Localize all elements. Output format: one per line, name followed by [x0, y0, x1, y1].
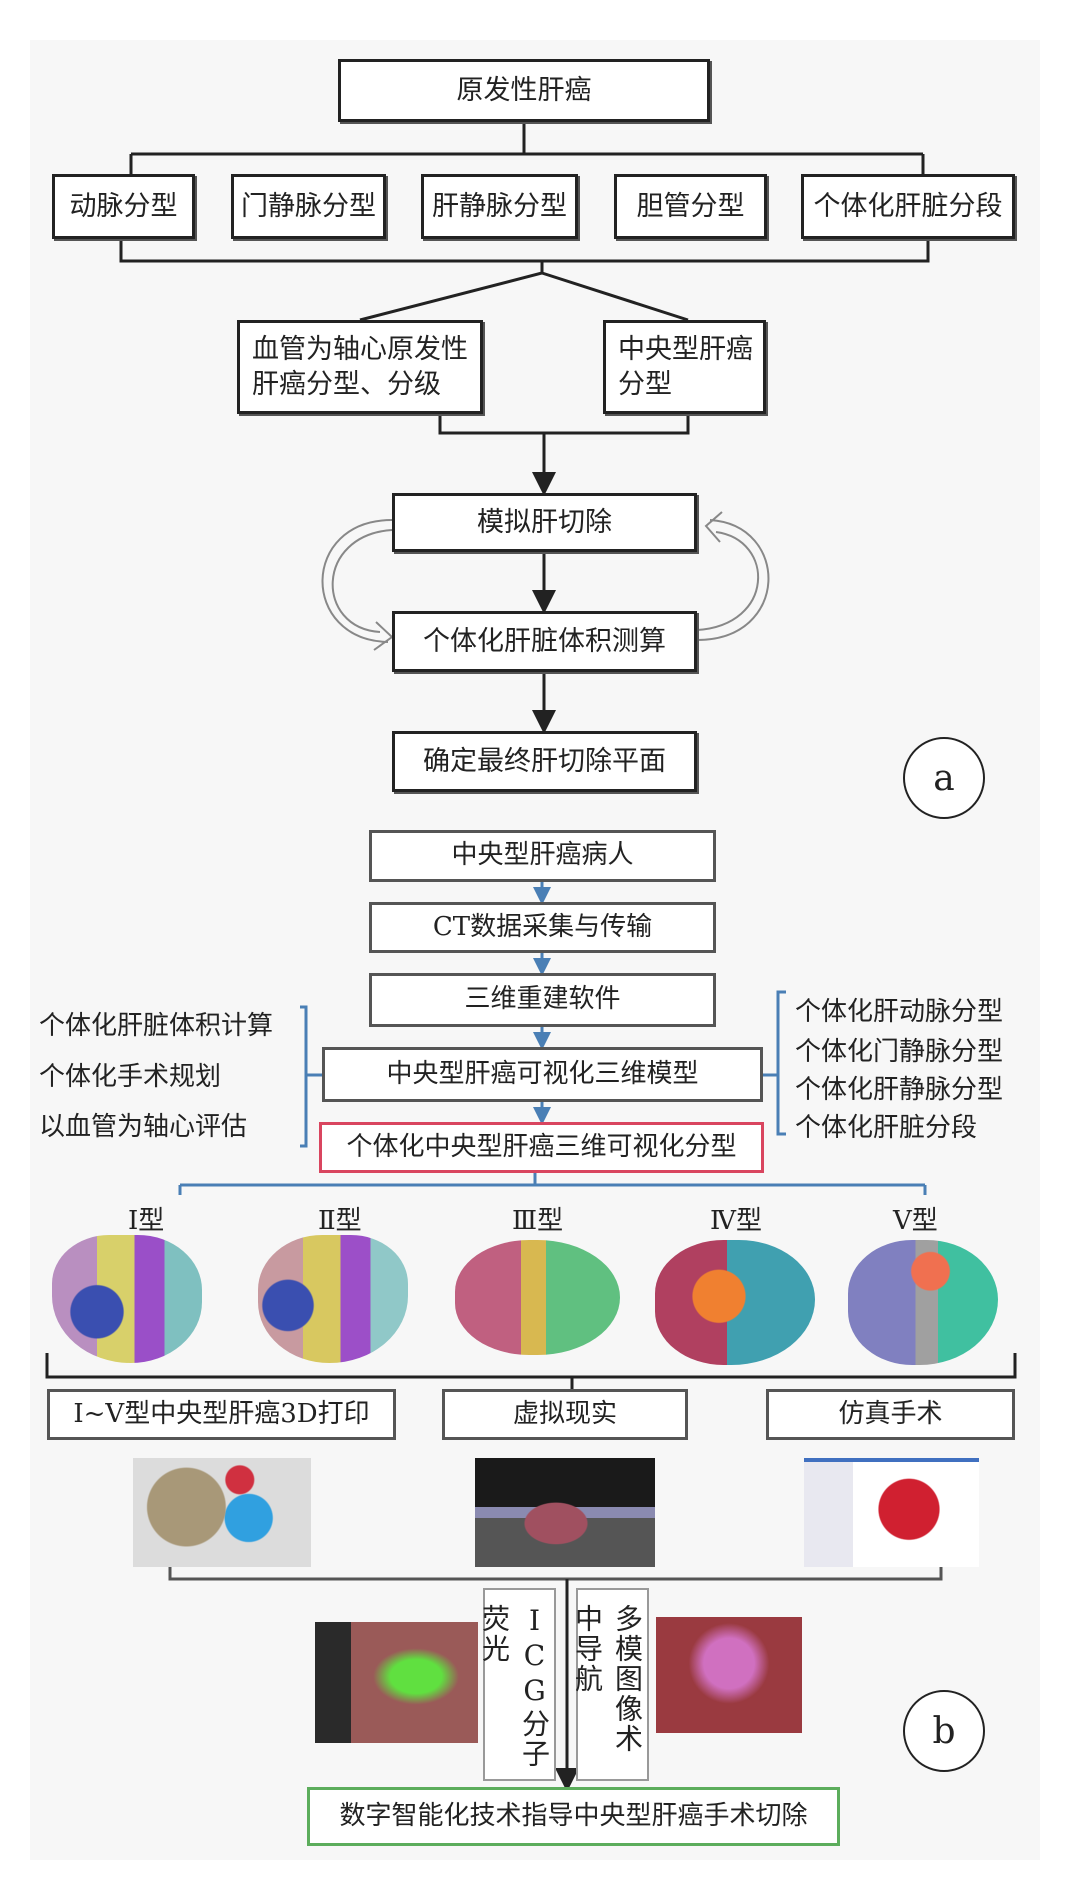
right-note-portal: 个体化门静脉分型 — [795, 1037, 1004, 1067]
left-loop-arrow — [321, 519, 393, 643]
right-note-artery: 个体化肝动脉分型 — [795, 997, 1004, 1027]
type-box-portal-vein: 门静脉分型 — [231, 174, 386, 239]
classification-merge — [438, 414, 690, 435]
final-resection-box: 数字智能化技术指导中央型肝癌手术切除 — [307, 1787, 840, 1846]
typing-box: 个体化中央型肝癌三维可视化分型 — [319, 1122, 764, 1173]
image-vr — [475, 1458, 655, 1567]
step-ct-box: CT数据采集与传输 — [369, 902, 716, 953]
right-notes-bracket — [763, 990, 786, 1136]
step-reconstruction-box: 三维重建软件 — [369, 973, 716, 1027]
simulate-resection-box: 模拟肝切除 — [392, 493, 697, 552]
step-patient-box: 中央型肝癌病人 — [369, 830, 716, 882]
multimodal-navigation-label: 多模图像术中导航 — [571, 1588, 649, 1781]
image-3d-print — [133, 1458, 311, 1567]
classification-box-vascular: 血管为轴心原发性肝癌分型、分级 — [237, 320, 483, 414]
liver-model-type-3 — [455, 1240, 620, 1355]
liver-model-type-4 — [655, 1240, 815, 1365]
type-label-5: Ⅴ型 — [893, 1206, 938, 1236]
tech-merge-bracket — [168, 1565, 943, 1581]
type-label-2: Ⅱ型 — [318, 1206, 362, 1236]
image-icg — [315, 1622, 478, 1743]
types-merge-bracket — [119, 239, 930, 322]
step-3d-model-box: 中央型肝癌可视化三维模型 — [322, 1047, 763, 1102]
root-box: 原发性肝癌 — [338, 59, 710, 122]
icg-fluorescence-label: ICG分子荧光 — [478, 1588, 556, 1781]
tech-vr-box: 虚拟现实 — [442, 1389, 688, 1440]
right-note-segment: 个体化肝脏分段 — [795, 1113, 978, 1143]
type-label-4: Ⅳ型 — [710, 1206, 762, 1236]
tech-3d-printing-box: Ⅰ~Ⅴ型中央型肝癌3D打印 — [47, 1389, 396, 1440]
right-loop-arrow — [696, 519, 770, 641]
left-notes-bracket — [300, 1005, 322, 1148]
final-plane-box: 确定最终肝切除平面 — [392, 731, 697, 792]
models-merge-bracket — [45, 1353, 1017, 1389]
type-label-3: Ⅲ型 — [512, 1206, 564, 1236]
panel-label-b: b — [903, 1690, 985, 1772]
type-label-1: Ⅰ型 — [128, 1206, 165, 1236]
type-box-hepatic-vein: 肝静脉分型 — [421, 174, 578, 239]
types-blue-branch — [178, 1173, 927, 1195]
type-box-bile-duct: 胆管分型 — [614, 174, 767, 239]
left-note-vascular: 以血管为轴心评估 — [39, 1112, 248, 1142]
right-note-hepatic: 个体化肝静脉分型 — [795, 1075, 1004, 1105]
liver-model-type-2 — [258, 1235, 408, 1363]
type-box-artery: 动脉分型 — [52, 174, 195, 239]
tech-simulation-box: 仿真手术 — [766, 1389, 1015, 1440]
image-navigation — [656, 1617, 802, 1733]
liver-model-type-5 — [848, 1240, 998, 1365]
panel-label-a: a — [903, 737, 985, 819]
root-branch — [129, 122, 925, 174]
type-box-segmentation: 个体化肝脏分段 — [801, 174, 1015, 239]
volume-measure-box: 个体化肝脏体积测算 — [392, 611, 697, 672]
image-simulation — [804, 1458, 979, 1567]
liver-model-type-1 — [52, 1235, 202, 1363]
left-note-volume: 个体化肝脏体积计算 — [39, 1011, 274, 1041]
left-note-planning: 个体化手术规划 — [39, 1062, 222, 1092]
classification-box-central: 中央型肝癌分型 — [603, 320, 766, 414]
